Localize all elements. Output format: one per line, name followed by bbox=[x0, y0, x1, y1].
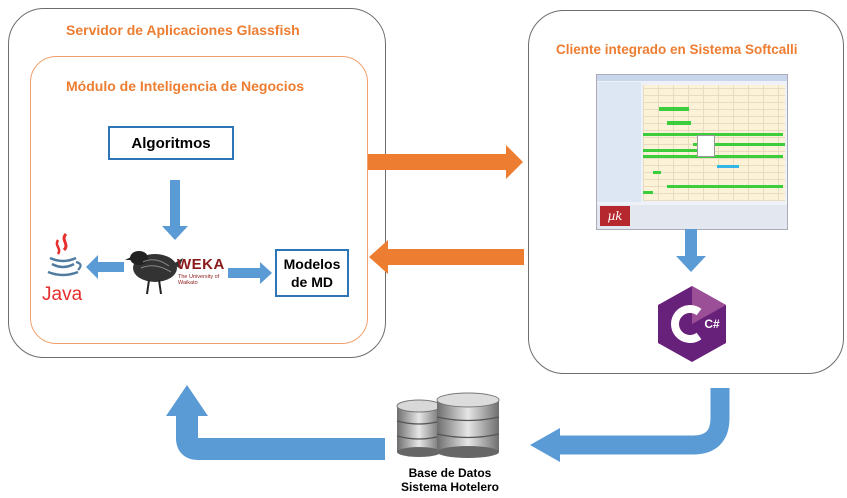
weka-bird-icon bbox=[125, 251, 183, 295]
arrow-database-to-server-head bbox=[166, 385, 208, 416]
screenshot-side-panel bbox=[597, 82, 641, 202]
screenshot-booking-bar bbox=[659, 107, 689, 111]
arrow-client-to-database-head bbox=[530, 428, 560, 462]
weka-logo-subtext: The University of Waikato bbox=[178, 274, 220, 286]
arrow-client-to-database bbox=[560, 388, 730, 455]
softcalli-screenshot: µk bbox=[596, 74, 788, 230]
database-icon bbox=[396, 392, 500, 458]
database-caption-line1: Base de Datos bbox=[408, 466, 492, 480]
models-box: Modelos de MD bbox=[275, 249, 349, 297]
screenshot-booking-bar bbox=[643, 149, 703, 152]
screenshot-logo-text: µk bbox=[607, 209, 623, 223]
screenshot-booking-bar bbox=[667, 185, 783, 188]
screenshot-toolbar bbox=[597, 75, 787, 81]
server-title: Servidor de Aplicaciones Glassfish bbox=[66, 22, 300, 38]
java-logo-text: Java bbox=[42, 284, 83, 305]
arrow-server-to-client bbox=[368, 145, 523, 179]
java-cup-icon bbox=[47, 232, 82, 277]
algorithms-label: Algoritmos bbox=[131, 134, 211, 152]
screenshot-booking-bar bbox=[717, 165, 739, 168]
module-title: Módulo de Inteligencia de Negocios bbox=[66, 78, 305, 94]
arrow-client-to-server bbox=[369, 240, 524, 274]
csharp-logo-text: C# bbox=[704, 317, 720, 331]
arrow-algorithms-to-weka bbox=[162, 180, 188, 240]
models-label: Modelos de MD bbox=[283, 256, 341, 290]
server-box bbox=[8, 8, 386, 358]
database-caption-line2: Sistema Hotelero bbox=[400, 480, 500, 494]
screenshot-popup bbox=[697, 135, 715, 157]
screenshot-booking-bar bbox=[667, 121, 691, 125]
module-box bbox=[30, 56, 368, 344]
csharp-logo-icon: C# bbox=[658, 286, 726, 362]
screenshot-booking-bar bbox=[643, 191, 653, 194]
algorithms-box: Algoritmos bbox=[108, 126, 234, 160]
arrow-database-to-server bbox=[176, 416, 385, 460]
screenshot-booking-bar bbox=[653, 171, 661, 174]
java-logo: Java bbox=[40, 230, 86, 305]
arrow-weka-to-models bbox=[228, 262, 272, 284]
arrow-weka-to-java bbox=[86, 255, 124, 279]
arrow-softcalli-to-csharp bbox=[676, 229, 706, 272]
database-caption: Base de Datos Sistema Hotelero bbox=[370, 466, 530, 494]
screenshot-booking-bar bbox=[693, 143, 785, 146]
weka-logo: WEKA The University of Waikato bbox=[125, 242, 225, 298]
screenshot-logo: µk bbox=[600, 206, 630, 226]
screenshot-booking-bar bbox=[643, 133, 783, 136]
weka-logo-text: WEKA bbox=[177, 256, 225, 273]
client-title: Cliente integrado en Sistema Softcalli bbox=[556, 42, 798, 57]
